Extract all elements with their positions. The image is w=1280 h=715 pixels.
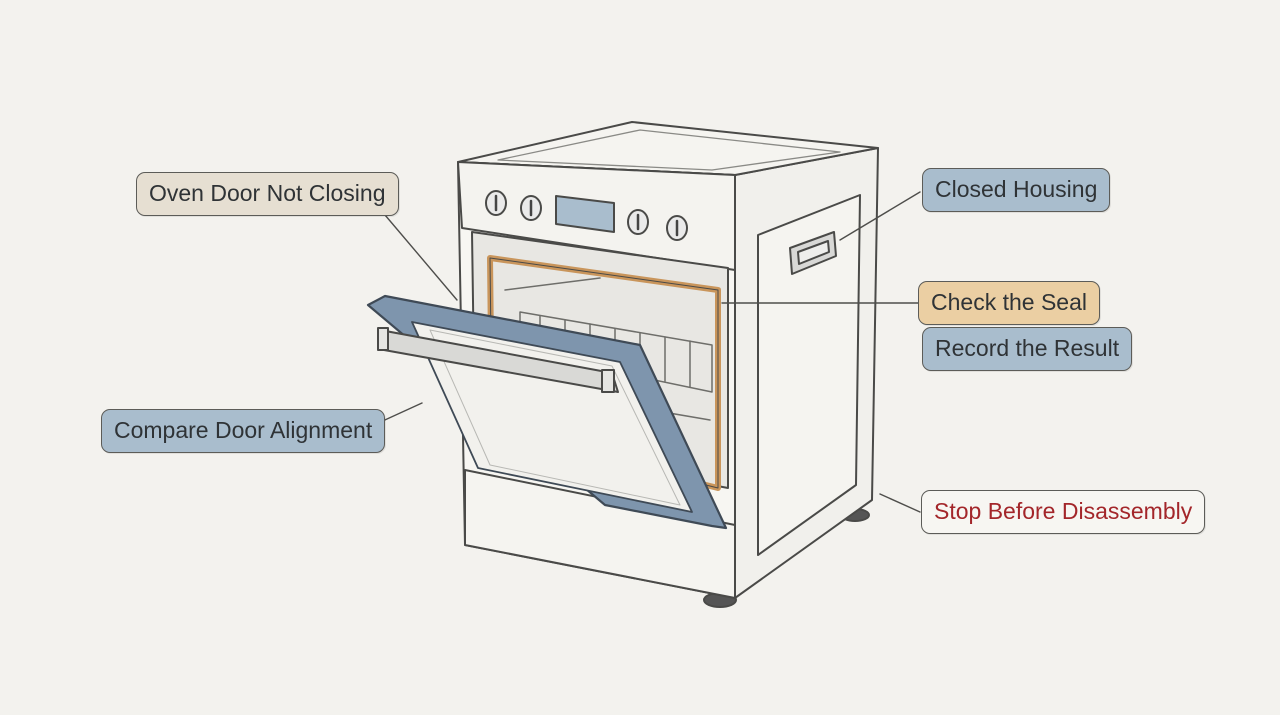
compare-door-alignment-label: Compare Door Alignment	[101, 409, 386, 453]
stop-before-disassembly-label: Stop Before Disassembly	[921, 490, 1206, 534]
leader-lines	[362, 191, 921, 513]
closed-housing-label: Closed Housing	[922, 168, 1111, 212]
oven-door-window	[411, 321, 693, 513]
oven-side-inset	[757, 194, 861, 556]
check-the-seal-label: Check the Seal	[918, 281, 1100, 325]
oven-door-not-closing-label: Oven Door Not Closing	[136, 172, 399, 216]
control-display	[555, 195, 615, 233]
record-the-result-label: Record the Result	[922, 327, 1133, 371]
